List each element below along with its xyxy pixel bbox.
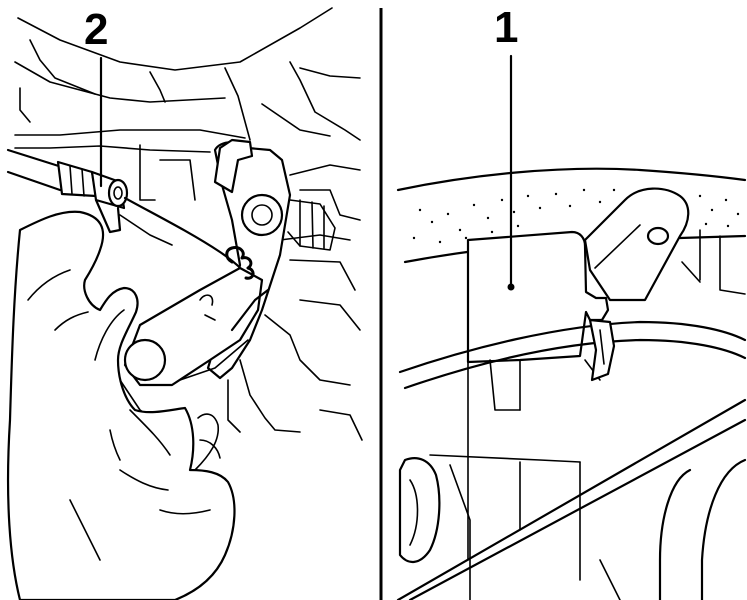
lower-structure [396,398,747,600]
stipple-texture [412,188,740,244]
hand [6,210,236,600]
callout-2-label: 2 [84,5,108,54]
callout-1-label: 1 [494,3,518,52]
brake-cable [398,320,747,390]
brake-lever [123,138,336,387]
callout-1-dot [507,283,515,291]
left-panel-background-structure [14,7,363,441]
inner-cable [123,196,247,274]
cable-guide [588,318,616,382]
right-panel: 1 [396,3,747,600]
left-panel: 2 [6,5,363,600]
